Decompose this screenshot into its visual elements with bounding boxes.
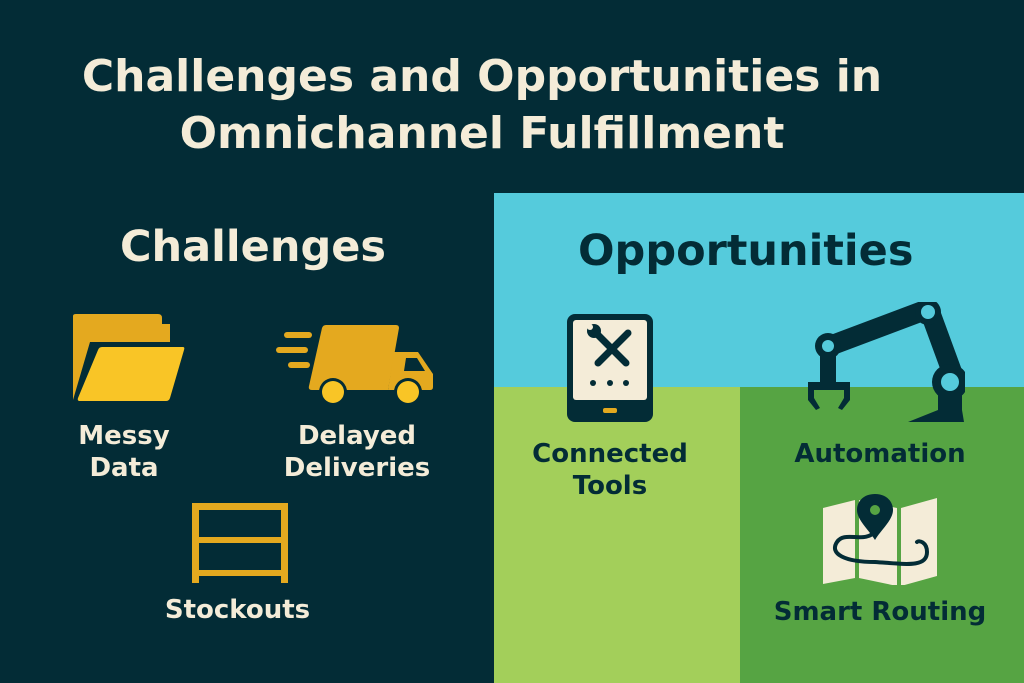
opportunities-panel-left (494, 387, 740, 683)
challenge-messy-data: Messy Data (64, 420, 184, 484)
tablet-tools-icon (567, 314, 653, 422)
challenge-delayed-deliveries: Delayed Deliveries (282, 420, 432, 484)
empty-shelf-icon (192, 503, 288, 583)
challenge-stockouts: Stockouts (164, 595, 311, 625)
title-line-2: Omnichannel Fulfillment (179, 108, 785, 159)
opportunities-heading: Opportunities (578, 226, 914, 276)
opportunity-connected-tools: Connected Tools (520, 438, 700, 502)
robotic-arm-icon (808, 302, 965, 422)
label-line: Delayed (297, 421, 417, 451)
label-line: Data (89, 453, 159, 483)
folder-icon (73, 314, 185, 401)
label-line: Tools (572, 471, 648, 501)
label-line: Deliveries (283, 453, 431, 483)
page-title: Challenges and Opportunities in Omnichan… (0, 48, 964, 162)
delivery-truck-icon (276, 325, 433, 406)
label-line: Messy (78, 421, 170, 451)
title-line-1: Challenges and Opportunities in (81, 51, 883, 102)
opportunity-smart-routing: Smart Routing (773, 597, 987, 627)
opportunity-automation: Automation (794, 439, 966, 469)
label-line: Connected (532, 439, 688, 469)
map-route-icon (823, 494, 937, 585)
challenges-heading: Challenges (120, 222, 386, 272)
